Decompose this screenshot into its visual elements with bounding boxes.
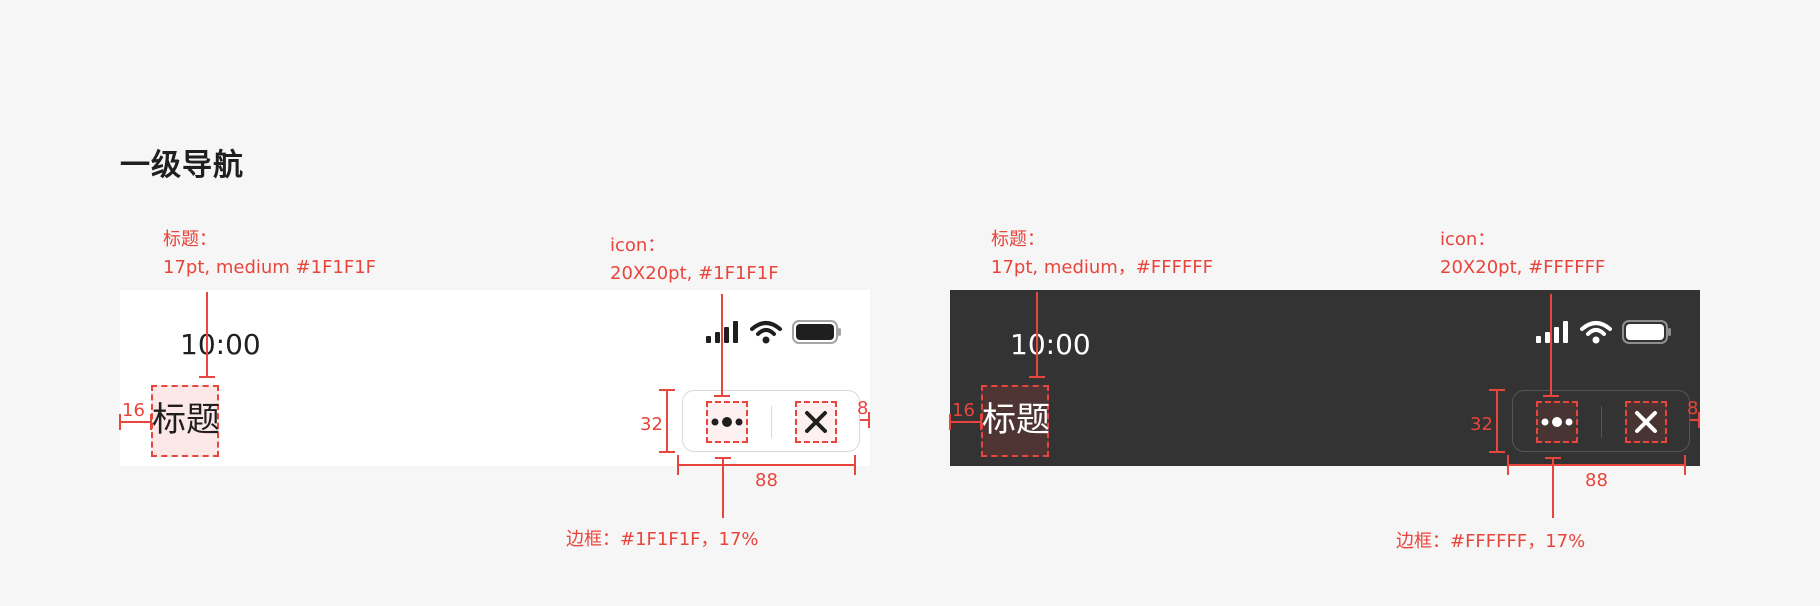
- icon-annotation-line1: icon：: [1440, 229, 1496, 250]
- icon-annotation-line1: icon：: [610, 235, 666, 256]
- icon-annotation-light: icon： 20X20pt, #1F1F1F: [610, 232, 779, 288]
- title-annotation-dark: 标题： 17pt, medium，#FFFFFF: [991, 226, 1213, 282]
- nav-bar-light: 10:00 标题: [120, 290, 870, 466]
- close-button[interactable]: [795, 401, 837, 443]
- capsule-divider: [771, 406, 772, 438]
- menu-capsule: [1512, 390, 1690, 452]
- status-icons: [1536, 320, 1672, 344]
- wifi-icon: [750, 321, 782, 344]
- close-button[interactable]: [1625, 401, 1667, 443]
- title-highlight-box: [981, 385, 1049, 457]
- title-annotation-light: 标题： 17pt, medium #1F1F1F: [163, 226, 376, 282]
- signal-icon: [706, 321, 738, 343]
- more-icon: [1541, 417, 1573, 427]
- title-annotation-line2: 17pt, medium，#FFFFFF: [991, 257, 1214, 278]
- title-annotation-line1: 标题：: [991, 229, 1045, 250]
- nav-bar-dark: 10:00 标题: [950, 290, 1700, 466]
- capsule-divider: [1601, 406, 1602, 438]
- title-highlight-box: [151, 385, 219, 457]
- menu-capsule: [682, 390, 860, 452]
- dim-width-label: 88: [755, 470, 778, 491]
- title-annotation-line2: 17pt, medium #1F1F1F: [163, 257, 377, 278]
- more-button[interactable]: [706, 401, 748, 443]
- wifi-icon: [1580, 321, 1612, 344]
- title-annotation-line1: 标题：: [163, 229, 217, 250]
- dim-width-label: 88: [1585, 470, 1608, 491]
- border-annotation-dark: 边框：#FFFFFF，17%: [1396, 531, 1586, 552]
- section-title: 一级导航: [120, 148, 244, 183]
- status-time: 10:00: [180, 328, 261, 361]
- icon-annotation-line2: 20X20pt, #1F1F1F: [610, 263, 779, 284]
- nav-title: 标题: [982, 400, 1050, 440]
- more-icon: [711, 417, 743, 427]
- battery-icon: [792, 320, 841, 344]
- status-icons: [706, 320, 842, 344]
- battery-icon: [1622, 320, 1671, 344]
- border-annotation-light: 边框：#1F1F1F，17%: [566, 529, 759, 550]
- close-icon: [805, 411, 827, 433]
- more-button[interactable]: [1536, 401, 1578, 443]
- nav-title: 标题: [152, 400, 220, 440]
- status-time: 10:00: [1010, 328, 1091, 361]
- close-icon: [1635, 411, 1657, 433]
- signal-icon: [1536, 321, 1568, 343]
- icon-annotation-dark: icon： 20X20pt, #FFFFFF: [1440, 226, 1605, 282]
- icon-annotation-line2: 20X20pt, #FFFFFF: [1440, 257, 1606, 278]
